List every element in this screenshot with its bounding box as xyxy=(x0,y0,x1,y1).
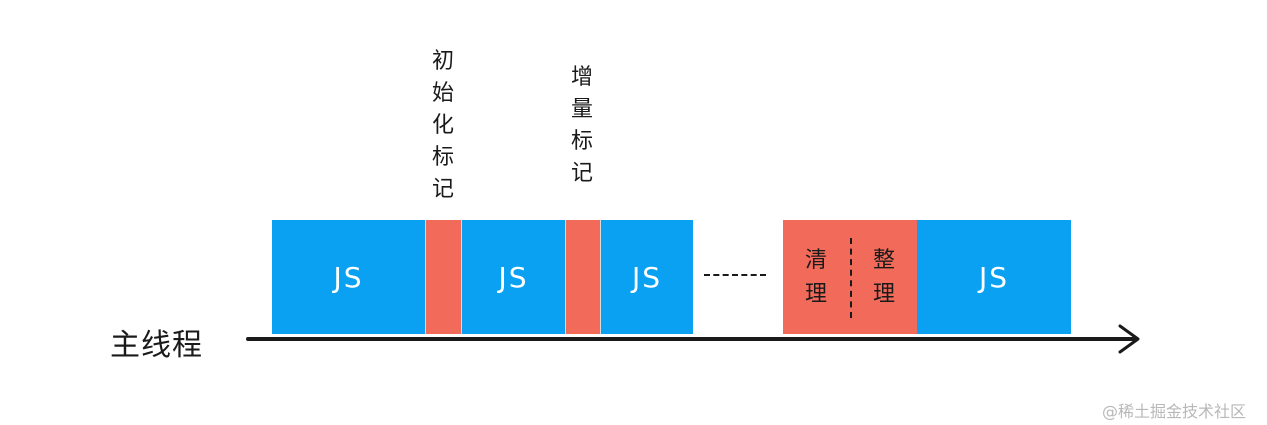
axis-arrowhead xyxy=(1118,324,1140,354)
watermark: @稀土掘金技术社区 xyxy=(1102,402,1247,421)
cleanup-label: 清理 xyxy=(804,248,827,307)
js-block-3-label: JS xyxy=(631,260,663,294)
initial-marking-label: 初始化标记 xyxy=(431,49,454,202)
compact-label: 整理 xyxy=(872,248,895,307)
js-block-1: JS xyxy=(272,220,425,334)
cleanup-compact-divider xyxy=(850,238,852,318)
js-block-2-label: JS xyxy=(498,260,529,294)
main-thread-label: 主线程 xyxy=(110,328,203,363)
ellipsis-dots xyxy=(704,274,766,276)
initial-marking-block xyxy=(425,220,462,334)
js-block-1-label: JS xyxy=(333,260,364,294)
js-block-2: JS xyxy=(462,220,565,334)
js-block-4-label: JS xyxy=(978,260,1010,294)
js-block-4: JS xyxy=(917,220,1071,334)
incremental-marking-block xyxy=(565,220,601,334)
js-block-3: JS xyxy=(601,220,693,334)
incremental-marking-label: 增量标记 xyxy=(570,65,593,186)
